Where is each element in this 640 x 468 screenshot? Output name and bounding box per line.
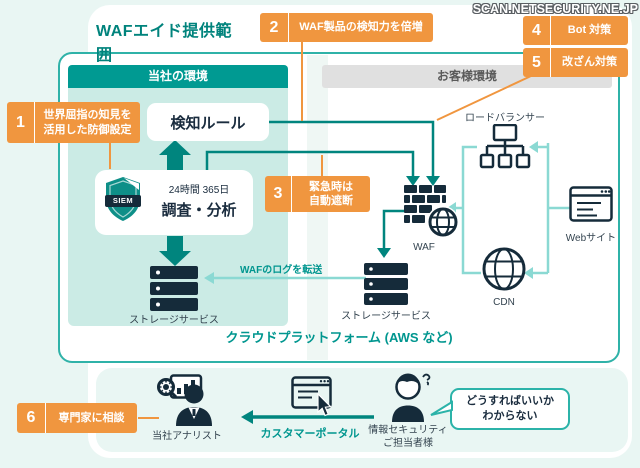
waf-label: WAF [413,242,435,253]
callout-connector-lines [109,42,532,419]
website-icon [569,186,613,222]
light-arrowheads [204,141,538,284]
callout-4-number: 4 [523,16,551,45]
callout-2-label: WAF製品の検知力を倍増 [299,21,423,34]
callout-4-label: Bot 対策 [567,24,612,37]
our-storage-label: ストレージサービス [129,315,219,326]
siem-badge: SIEM [105,195,141,207]
watermark: SCAN.NETSECURITY.NE.JP [472,2,638,16]
customer-person-label: 情報セキュリティ ご担当者様 [368,425,448,449]
callout-6-label: 専門家に相談 [58,411,125,424]
monitoring-hours: 24時間 365日 [168,185,230,196]
cdn-label: CDN [493,297,515,308]
customer-portal-icon [291,376,332,417]
speech-bubble: どうすればいいか わからない [450,388,570,430]
callout-2: 2 WAF製品の検知力を倍増 [260,13,433,42]
analyst-label: 当社アナリスト [152,431,222,442]
portal-to-analyst-line [241,410,374,424]
load-balancer-label: ロードバランサー [465,113,545,124]
our-storage-icon [150,266,198,311]
website-label: Webサイト [565,233,617,244]
diagram-title: WAFエイド提供範囲 [96,23,233,64]
cdn-icon [482,247,526,291]
analyst-icon [157,374,212,426]
callout-3-number: 3 [265,176,292,212]
detection-rule-box: 検知ルール [147,103,269,141]
our-environment-header: 当社の環境 [68,65,288,88]
callout-5-number: 5 [523,48,551,77]
dark-arrowheads [159,140,440,266]
customer-storage-icon [364,263,408,305]
monitoring-text: 24時間 365日 調査・分析 [148,181,250,220]
callout-3-label: 緊急時は 自動遮断 [309,180,353,207]
cloud-platform-label: クラウドプラットフォーム (AWS など) [225,330,453,345]
customer-person-icon [392,373,431,422]
waf-icon [404,185,459,238]
callout-3: 3 緊急時は 自動遮断 [265,176,370,212]
callout-1-number: 1 [7,102,35,143]
callout-5: 5 改ざん対策 [523,48,628,77]
speech-bubble-tail [430,400,453,416]
log-transfer-label: WAFのログを転送 [240,265,323,276]
traffic-lines [214,143,570,280]
rule-to-waf-lines [205,120,435,248]
customer-portal-label: カスタマーポータル [260,428,360,440]
callout-1: 1 世界屈指の知見を 活用した防御設定 [7,102,140,143]
callout-4: 4 Bot 対策 [523,16,628,45]
load-balancer-icon [479,124,531,169]
monitoring-activity: 調査・分析 [161,202,237,219]
customer-storage-label: ストレージサービス [341,311,431,322]
callout-2-number: 2 [260,13,289,42]
callout-6: 6 専門家に相談 [17,403,137,433]
callout-1-label: 世界屈指の知見を 活用した防御設定 [43,109,132,136]
callout-5-label: 改ざん対策 [562,56,617,69]
callout-6-number: 6 [17,403,46,433]
